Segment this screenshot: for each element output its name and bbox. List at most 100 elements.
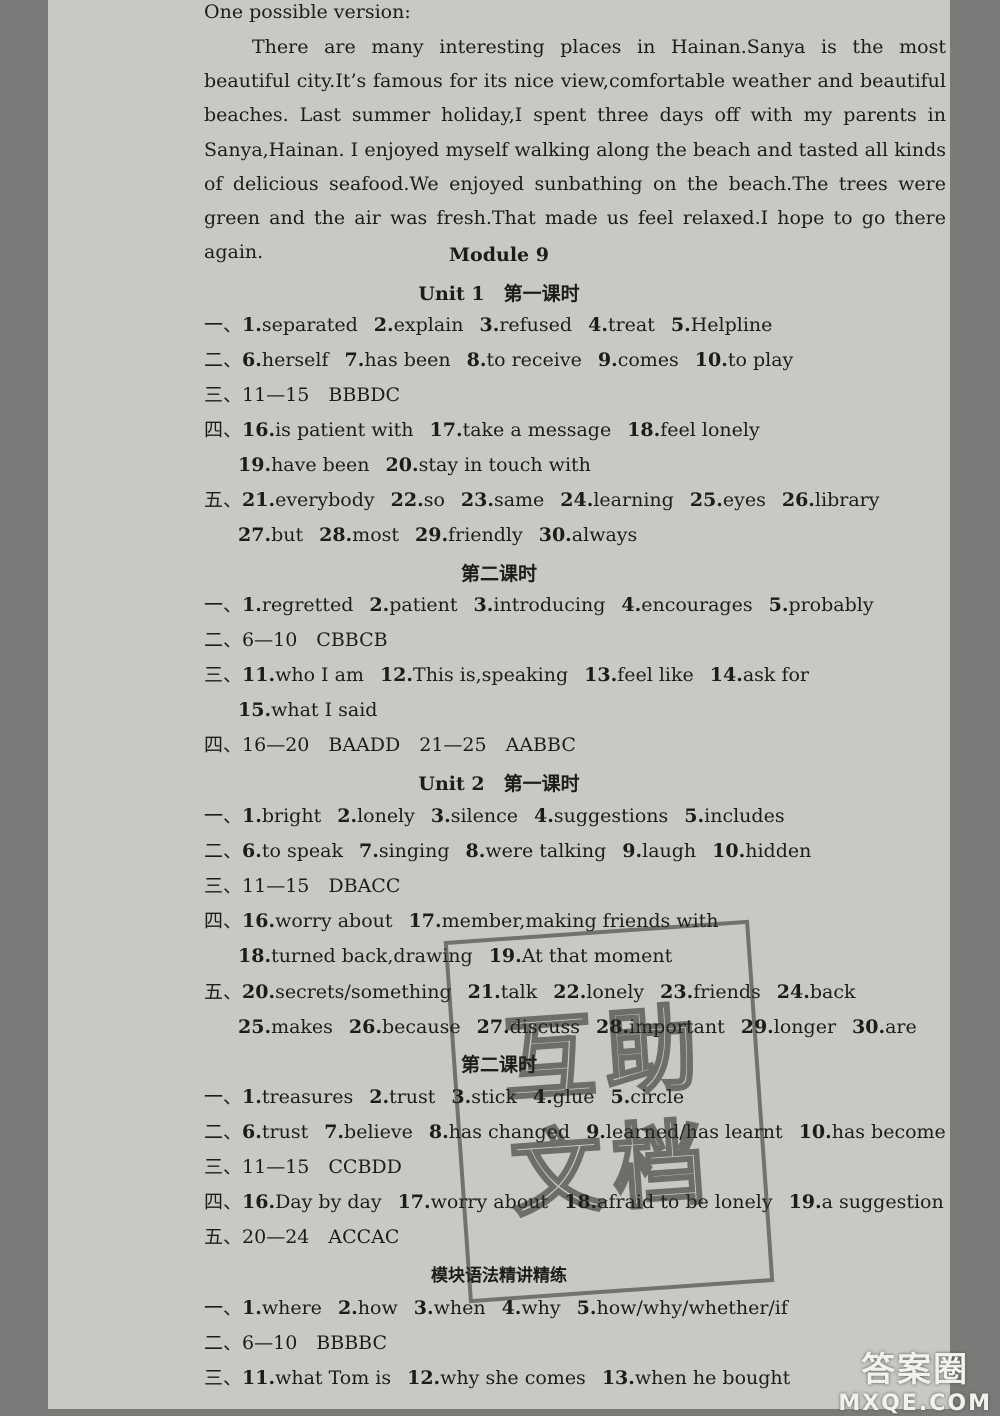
answer-item: 20.secrets/something [242, 980, 452, 1004]
item-number: 18. [564, 1191, 598, 1213]
answer-item: 13.when he bought [602, 1366, 790, 1390]
answer-item: 8.has changed [429, 1120, 570, 1144]
item-number: 22. [553, 981, 587, 1003]
item-answer: refused [499, 314, 573, 336]
item-answer: hidden [745, 840, 812, 862]
item-answer: where [261, 1297, 322, 1319]
answer-item: 23.friends [660, 980, 761, 1004]
item-answer: comes [617, 349, 679, 371]
item-answer: is patient with [275, 419, 414, 441]
section-prefix: 一、 [204, 1297, 243, 1319]
answer-item: 14.ask for [710, 663, 809, 687]
section-prefix: 三、 [204, 664, 243, 686]
item-number: 29. [415, 524, 449, 546]
item-number: 24. [776, 981, 810, 1003]
item-number: 12. [407, 1367, 441, 1389]
answer-row: 二、6—10 CBBCB [204, 628, 388, 652]
item-answer: lonely [357, 805, 415, 827]
item-number: 2. [337, 1297, 358, 1319]
answer-item: 1.bright [242, 804, 321, 828]
item-number: 1. [242, 805, 262, 827]
answer-row: 四、16—20 BAADD 21—25 AABBC [204, 733, 576, 757]
item-number: 20. [385, 454, 419, 476]
lesson2b-title: 第二课时 [460, 1054, 537, 1076]
item-answer: because [381, 1016, 461, 1038]
item-answer: everybody [275, 489, 375, 511]
answer-item: 8.to receive [467, 348, 582, 372]
watermark-cn: 答案圈 [861, 1350, 970, 1390]
unit1-title: Unit 1 第一课时 [418, 283, 580, 305]
item-number: 29. [740, 1016, 774, 1038]
answer-item: 24.learning [560, 488, 674, 512]
item-number: 24. [560, 489, 594, 511]
answer-item: 2.trust [369, 1085, 435, 1109]
answer-item: 22.so [391, 488, 445, 512]
answer-key: 11—15 BBBDC [242, 384, 401, 406]
answer-item: 4.why [502, 1296, 561, 1320]
item-answer: what Tom is [275, 1367, 392, 1389]
answer-row: 三、11—15 CCBDD [204, 1155, 402, 1179]
item-answer: stay in touch with [418, 454, 591, 476]
item-number: 19. [788, 1191, 822, 1213]
item-answer: introducing [493, 594, 606, 616]
answer-item: 4.encourages [621, 593, 752, 617]
item-answer: has been [364, 349, 451, 371]
section-prefix: 二、 [204, 629, 243, 651]
item-answer: feel lonely [660, 419, 760, 441]
item-number: 3. [451, 1086, 472, 1108]
item-answer: Helpline [690, 314, 773, 336]
item-answer: probably [788, 594, 874, 616]
answer-item: 4.suggestions [534, 804, 668, 828]
answer-item: 29.longer [741, 1015, 836, 1039]
item-answer: how [357, 1297, 398, 1319]
answer-item: 5.how/why/whether/if [577, 1296, 788, 1320]
answer-item: 27.discuss [477, 1015, 580, 1039]
answer-item: 11.who I am [242, 663, 364, 687]
item-number: 17. [397, 1191, 431, 1213]
item-answer: so [423, 489, 445, 511]
item-answer: afraid to be lonely [597, 1191, 773, 1213]
item-answer: trust [261, 1121, 309, 1143]
answer-item: 27.but [238, 523, 303, 547]
item-answer: silence [450, 805, 518, 827]
section-prefix: 二、 [204, 349, 243, 371]
item-answer: believe [344, 1121, 413, 1143]
answer-key: 11—15 CCBDD [242, 1156, 402, 1178]
item-number: 4. [534, 805, 554, 827]
section-prefix: 二、 [204, 1332, 243, 1354]
item-number: 5. [576, 1297, 597, 1319]
section-prefix: 五、 [204, 489, 243, 511]
section-prefix: 五、 [204, 1226, 243, 1248]
item-answer: learning [593, 489, 674, 511]
item-number: 10. [694, 349, 728, 371]
item-number: 14. [709, 664, 743, 686]
answer-row: 三、11—15 BBBDC [204, 383, 400, 407]
answer-item: 17.take a message [430, 418, 612, 442]
item-number: 5. [670, 314, 691, 336]
stamp-text-bottom: 文档 [506, 1107, 720, 1231]
answer-item: 24.back [777, 980, 856, 1004]
model-essay: There are many interesting places in Hai… [204, 30, 946, 269]
answer-item: 21.everybody [242, 488, 375, 512]
answer-item: 15.what I said [238, 698, 377, 722]
item-number: 4. [588, 314, 608, 336]
answer-item: 5.probably [769, 593, 874, 617]
item-answer: Day by day [275, 1191, 382, 1213]
answer-page: One possible version: There are many int… [48, 0, 950, 1409]
answer-item: 1.separated [242, 313, 358, 337]
section-prefix: 四、 [204, 1191, 243, 1213]
item-answer: take a message [462, 419, 612, 441]
item-number: 3. [473, 594, 494, 616]
item-number: 28. [596, 1016, 630, 1038]
item-answer: to receive [486, 349, 582, 371]
item-answer: singing [378, 840, 450, 862]
answer-item: 16.is patient with [242, 418, 414, 442]
item-number: 6. [242, 840, 262, 862]
item-answer: glue [552, 1086, 595, 1108]
answer-row: 三、11—15 DBACC [204, 874, 400, 898]
answer-item: 23.same [461, 488, 544, 512]
